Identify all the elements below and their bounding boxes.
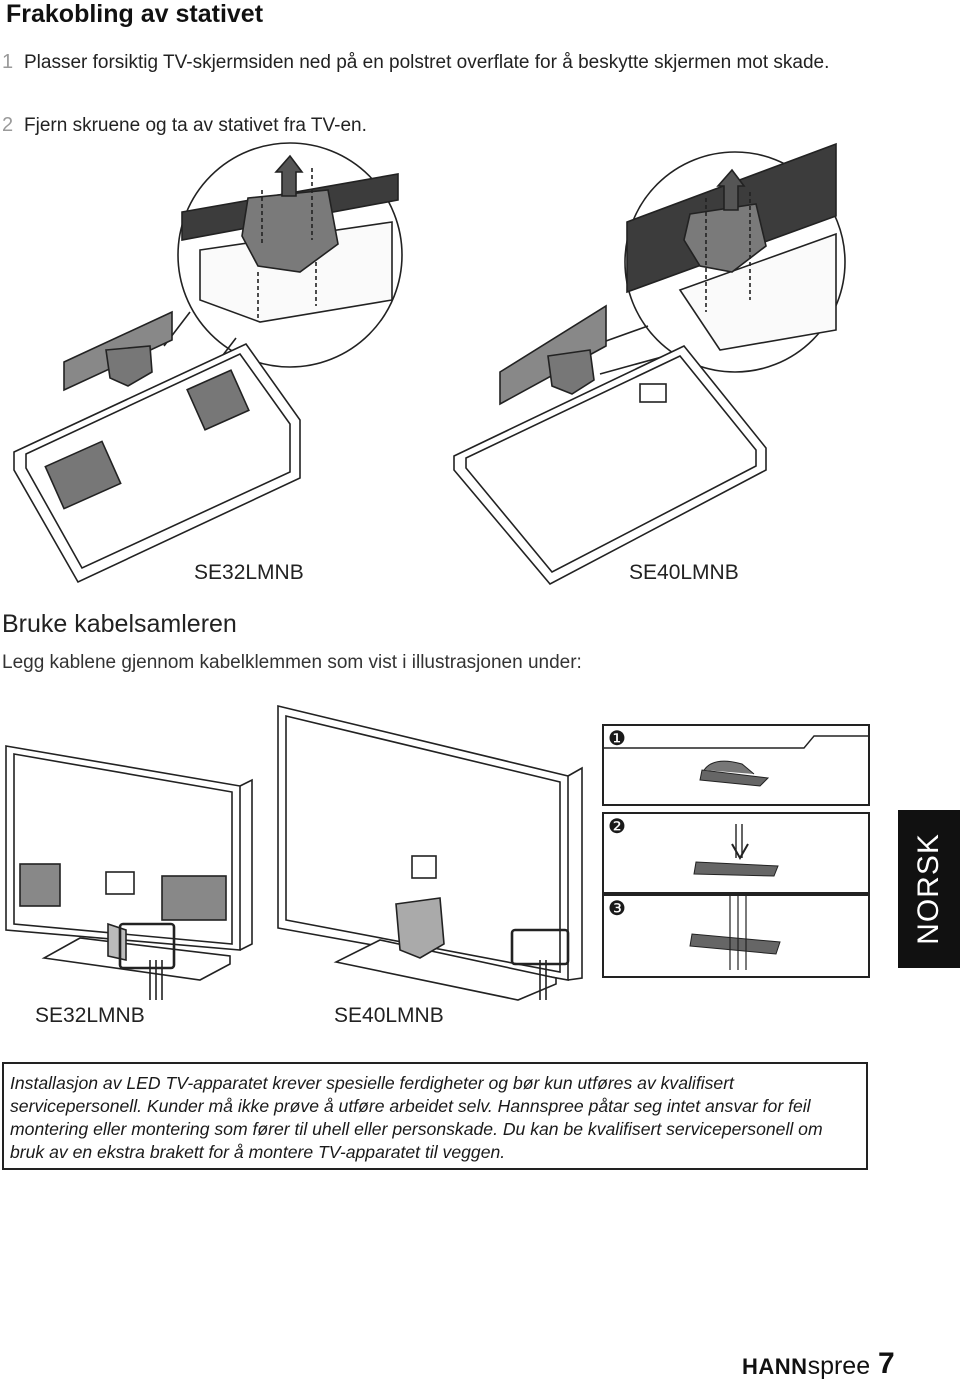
clamp-step-1-inset	[602, 724, 870, 806]
clamp-step-2-inset	[602, 812, 870, 894]
brand-logo: HANNspree	[742, 1352, 870, 1381]
model-label-right: SE40LMNB	[629, 561, 739, 584]
step-1: 1 Plasser forsiktig TV-skjermsiden ned på…	[0, 50, 904, 75]
step-number: 2	[2, 114, 14, 136]
cable-clamp-open	[604, 735, 868, 787]
language-tab-label: NORSK	[912, 833, 945, 945]
step-number: 1	[2, 51, 14, 73]
cable-clamp-closed	[689, 896, 781, 970]
page-number: 7	[878, 1347, 895, 1380]
model-label-left-2: SE32LMNB	[35, 1004, 145, 1027]
page-title: Frakobling av stativet	[6, 0, 264, 28]
inset-step-2-number: ❷	[608, 816, 626, 838]
brand-bold: HANN	[742, 1354, 808, 1379]
installation-notice: Installasjon av LED TV-apparatet krever …	[2, 1062, 868, 1170]
cable-clamp-insert	[693, 824, 779, 877]
inset-step-1-number: ❶	[608, 728, 626, 750]
step-text: Plasser forsiktig TV-skjermsiden ned på …	[24, 52, 830, 73]
section-title: Bruke kabelsamleren	[2, 610, 237, 638]
inset-step-3-number: ❸	[608, 898, 626, 920]
clamp-step-3-inset	[602, 894, 870, 978]
step-2: 2 Fjern skruene og ta av stativet fra TV-…	[0, 113, 904, 138]
model-label-left: SE32LMNB	[194, 561, 304, 584]
brand-light: spree	[807, 1352, 871, 1380]
language-tab: NORSK	[898, 810, 960, 968]
model-label-right-2: SE40LMNB	[334, 1004, 444, 1027]
step-text: Fjern skruene og ta av stativet fra TV-e…	[24, 115, 367, 136]
section-intro: Legg kablene gjennom kabelklemmen som vi…	[2, 652, 582, 673]
